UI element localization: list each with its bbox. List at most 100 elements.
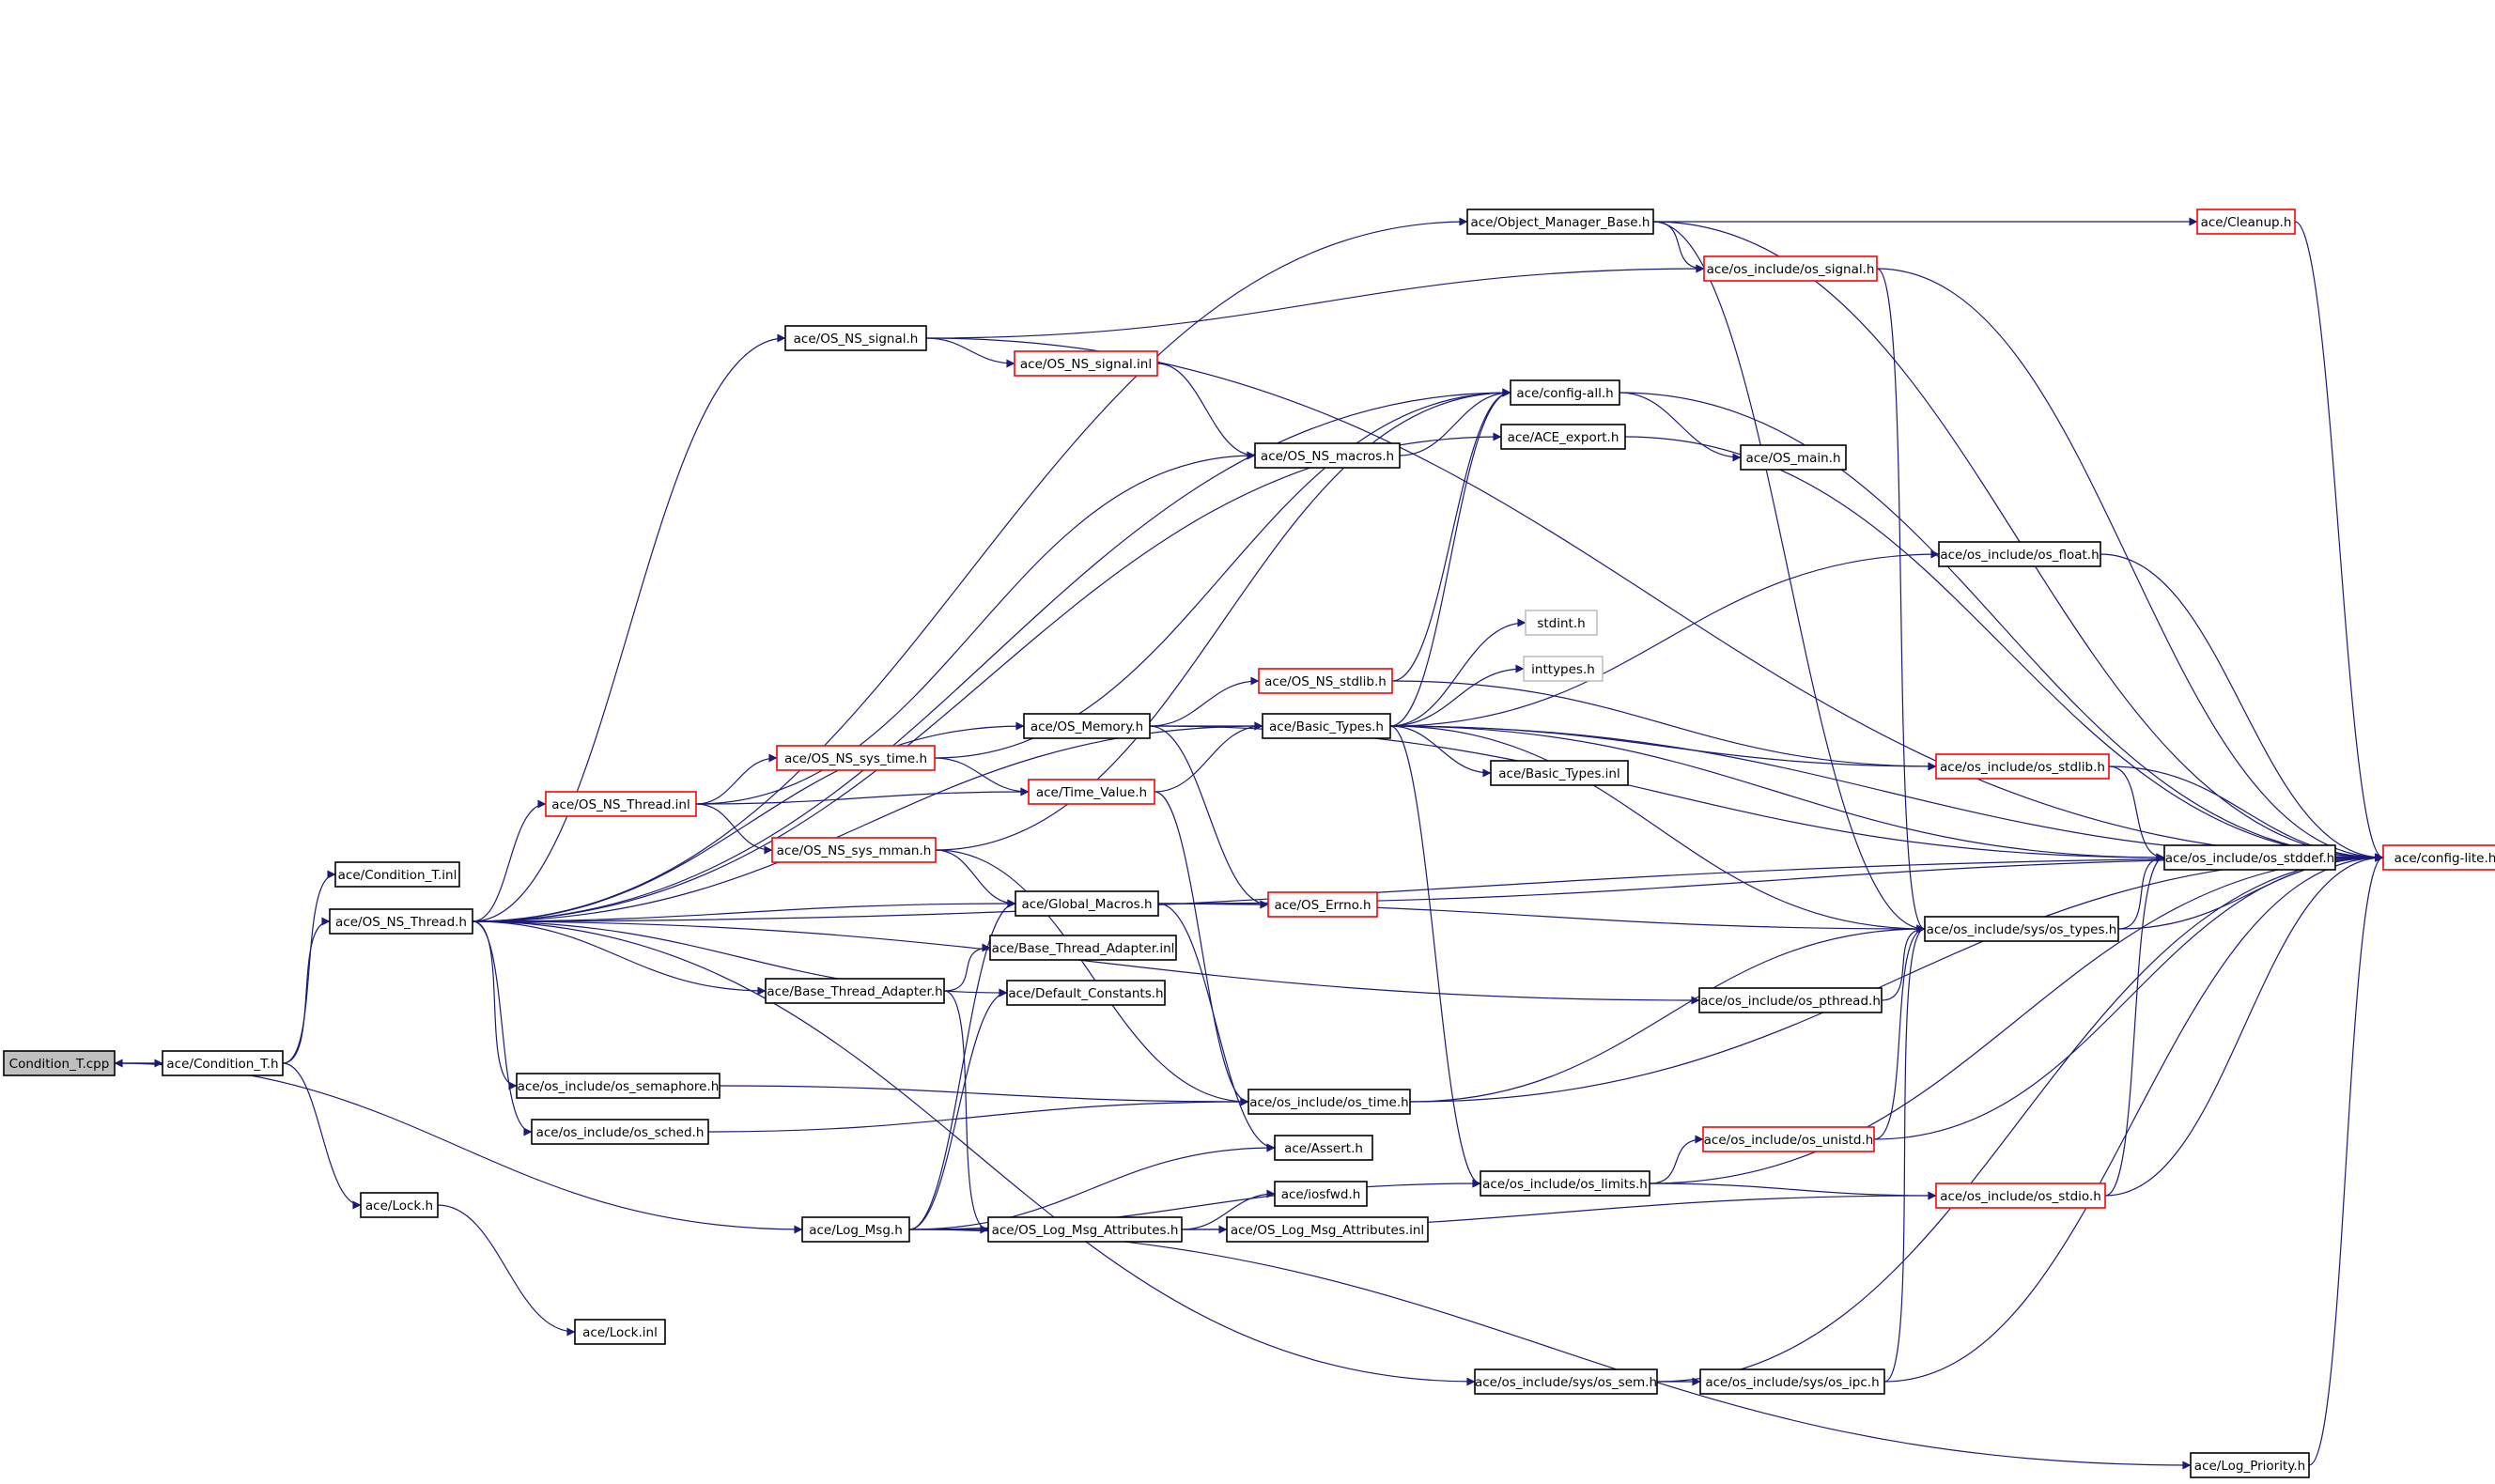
node-label: ace/os_include/os_stddef.h xyxy=(2165,851,2334,866)
node-box xyxy=(1938,541,2101,567)
edge-object_manager_base_h-to-os_include_sys_os_types_h xyxy=(1652,221,1926,934)
node-os_ns_signal_inl[interactable]: ace/OS_NS_signal.inl xyxy=(1014,350,1158,377)
node-inttypes_h[interactable]: inttypes.h xyxy=(1523,656,1604,682)
node-label: inttypes.h xyxy=(1531,662,1595,677)
edge-ace_export_h-to-config_lite_h xyxy=(1624,436,2384,862)
node-os_include_os_float_h[interactable]: ace/os_include/os_float.h xyxy=(1938,541,2101,567)
node-os_ns_thread_h[interactable]: ace/OS_NS_Thread.h xyxy=(329,908,473,935)
node-os_include_os_stdio_h[interactable]: ace/os_include/os_stdio.h xyxy=(1935,1183,2106,1209)
node-base_thread_adapter_inl[interactable]: ace/Base_Thread_Adapter.inl xyxy=(989,935,1177,961)
node-os_log_msg_attributes_h[interactable]: ace/OS_Log_Msg_Attributes.h xyxy=(987,1216,1183,1243)
node-os_ns_sys_mman_h[interactable]: ace/OS_NS_sys_mman.h xyxy=(771,837,937,863)
node-config_lite_h[interactable]: ace/config-lite.h xyxy=(2382,844,2495,871)
node-os_include_os_pthread_h[interactable]: ace/os_include/os_pthread.h xyxy=(1698,987,1883,1013)
edge-os_ns_thread_h-to-os_ns_signal_h xyxy=(472,333,786,922)
edge-os_include_os_time_h-to-config_lite_h xyxy=(1409,853,2384,1103)
node-os_memory_h[interactable]: ace/OS_Memory.h xyxy=(1023,713,1151,739)
edge-os_ns_thread_h-to-os_include_os_pthread_h xyxy=(472,920,1700,1005)
edge-os_include_os_unistd_h-to-config_lite_h xyxy=(1873,853,2384,1140)
node-os_ns_signal_h[interactable]: ace/OS_NS_signal.h xyxy=(784,325,927,351)
edge-basic_types_h-to-inttypes_h xyxy=(1389,664,1525,727)
node-lock_inl[interactable]: ace/Lock.inl xyxy=(574,1319,666,1345)
node-os_include_sys_os_types_h[interactable]: ace/os_include/sys/os_types.h xyxy=(1924,916,2119,942)
edge-log_msg_h-to-assert_h xyxy=(908,1143,1276,1230)
edge-os_ns_thread_h-to-base_thread_adapter_h xyxy=(472,920,767,996)
edge-os_include_os_limits_h-to-os_include_os_unistd_h xyxy=(1649,1135,1704,1184)
node-label: ace/iosfwd.h xyxy=(1281,1187,1361,1202)
edge-os_include_os_stdlib_h-to-os_include_os_stddef_h xyxy=(2108,765,2165,862)
node-log_msg_h[interactable]: ace/Log_Msg.h xyxy=(801,1216,910,1243)
node-label: ace/os_include/os_signal.h xyxy=(1707,262,1875,277)
node-label: ace/OS_NS_sys_mman.h xyxy=(777,843,932,858)
node-label: ace/OS_Memory.h xyxy=(1031,719,1143,734)
node-os_include_os_signal_h[interactable]: ace/os_include/os_signal.h xyxy=(1703,255,1878,282)
node-os_include_os_semaphore_h[interactable]: ace/os_include/os_semaphore.h xyxy=(516,1073,721,1099)
node-label: Condition_T.cpp xyxy=(9,1057,110,1072)
node-layer: Condition_T.cpp ace/Condition_T.h ace/Cond… xyxy=(3,209,2495,1478)
node-config_all_h[interactable]: ace/config-all.h xyxy=(1510,379,1620,406)
edge-os_include_sys_os_ipc_h-to-config_lite_h xyxy=(1883,853,2384,1383)
node-global_macros_h[interactable]: ace/Global_Macros.h xyxy=(1015,890,1159,917)
node-box xyxy=(1740,444,1847,471)
node-os_main_h[interactable]: ace/OS_main.h xyxy=(1740,444,1847,471)
node-stdint_h[interactable]: stdint.h xyxy=(1525,610,1598,636)
node-label: ace/os_include/os_sched.h xyxy=(536,1125,705,1140)
node-os_include_os_time_h[interactable]: ace/os_include/os_time.h xyxy=(1248,1089,1411,1115)
edge-config_all_h-to-config_lite_h xyxy=(1619,392,2384,862)
node-object_manager_base_h[interactable]: ace/Object_Manager_Base.h xyxy=(1466,209,1654,235)
node-os_include_sys_os_ipc_h[interactable]: ace/os_include/sys/os_ipc.h xyxy=(1699,1368,1885,1395)
node-basic_types_inl[interactable]: ace/Basic_Types.inl xyxy=(1490,760,1629,786)
node-os_errno_h[interactable]: ace/OS_Errno.h xyxy=(1267,891,1378,918)
edge-os_ns_thread_h-to-os_include_os_semaphore_h xyxy=(472,920,518,1090)
edge-os_memory_h-to-os_ns_stdlib_h xyxy=(1149,676,1260,727)
node-os_ns_macros_h[interactable]: ace/OS_NS_macros.h xyxy=(1254,442,1401,469)
edge-os_include_os_signal_h-to-config_lite_h xyxy=(1876,268,2384,862)
node-os_include_sys_os_sem_h[interactable]: ace/os_include/sys/os_sem.h xyxy=(1474,1368,1658,1395)
edge-basic_types_h-to-os_include_os_float_h xyxy=(1389,549,1940,727)
edge-os_ns_signal_h-to-config_lite_h xyxy=(925,337,2384,862)
edge-condition_t_h-to-lock_h xyxy=(282,1062,362,1210)
node-label: ace/Default_Constants.h xyxy=(1008,986,1163,1001)
node-log_priority_h[interactable]: ace/Log_Priority.h xyxy=(2190,1452,2310,1478)
node-condition_t_h[interactable]: ace/Condition_T.h xyxy=(162,1050,284,1076)
node-label: ace/Basic_Types.inl xyxy=(1498,766,1619,781)
node-os_include_os_stdlib_h[interactable]: ace/os_include/os_stdlib.h xyxy=(1935,753,2110,780)
node-box xyxy=(1262,713,1391,739)
node-assert_h[interactable]: ace/Assert.h xyxy=(1274,1135,1373,1161)
node-os_ns_stdlib_h[interactable]: ace/OS_NS_stdlib.h xyxy=(1258,668,1393,694)
node-basic_types_h[interactable]: ace/Basic_Types.h xyxy=(1262,713,1391,739)
node-os_log_msg_attributes_inl[interactable]: ace/OS_Log_Msg_Attributes.inl xyxy=(1226,1216,1429,1243)
edge-os_include_os_time_h-to-os_include_sys_os_types_h xyxy=(1409,924,1926,1103)
node-label: ace/os_include/sys/os_sem.h xyxy=(1475,1375,1657,1390)
node-label: ace/os_include/os_time.h xyxy=(1249,1095,1408,1110)
node-condition_t_inl[interactable]: ace/Condition_T.inl xyxy=(334,861,460,888)
node-default_constants_h[interactable]: ace/Default_Constants.h xyxy=(1006,980,1166,1006)
edge-os_ns_signal_inl-to-os_ns_macros_h xyxy=(1156,363,1256,460)
node-label: ace/os_include/sys/os_types.h xyxy=(1927,922,2117,937)
node-ace_export_h[interactable]: ace/ACE_export.h xyxy=(1500,424,1626,450)
edge-os_include_os_stdlib_h-to-config_lite_h xyxy=(2108,765,2384,862)
node-base_thread_adapter_h[interactable]: ace/Base_Thread_Adapter.h xyxy=(765,978,945,1004)
node-label: ace/OS_NS_signal.inl xyxy=(1020,357,1152,372)
edge-os_log_msg_attributes_h-to-iosfwd_h xyxy=(1181,1189,1276,1230)
node-os_include_os_limits_h[interactable]: ace/os_include/os_limits.h xyxy=(1480,1170,1650,1197)
node-os_ns_sys_time_h[interactable]: ace/OS_NS_sys_time.h xyxy=(776,745,936,771)
edge-time_value_h-to-os_include_os_time_h xyxy=(1154,791,1249,1106)
edge-os_memory_h-to-os_errno_h xyxy=(1149,725,1269,909)
node-box xyxy=(1226,1216,1429,1243)
node-label: ace/os_include/os_pthread.h xyxy=(1700,994,1881,1009)
node-box xyxy=(162,1050,284,1076)
node-lock_h[interactable]: ace/Lock.h xyxy=(360,1192,439,1218)
node-os_ns_thread_inl[interactable]: ace/OS_NS_Thread.inl xyxy=(545,791,697,817)
node-label: ace/os_include/os_stdio.h xyxy=(1940,1189,2101,1204)
node-iosfwd_h[interactable]: ace/iosfwd.h xyxy=(1274,1181,1368,1207)
node-cleanup_h[interactable]: ace/Cleanup.h xyxy=(2196,209,2296,235)
node-os_include_os_sched_h[interactable]: ace/os_include/os_sched.h xyxy=(531,1119,709,1145)
node-box xyxy=(2163,844,2336,871)
node-label: ace/os_include/os_semaphore.h xyxy=(518,1079,720,1094)
node-os_include_os_stddef_h[interactable]: ace/os_include/os_stddef.h xyxy=(2163,844,2336,871)
node-time_value_h[interactable]: ace/Time_Value.h xyxy=(1028,779,1155,805)
node-label: ace/Log_Priority.h xyxy=(2194,1459,2305,1474)
node-os_include_os_unistd_h[interactable]: ace/os_include/os_unistd.h xyxy=(1702,1126,1875,1152)
node-label: ace/OS_NS_signal.h xyxy=(794,332,919,347)
